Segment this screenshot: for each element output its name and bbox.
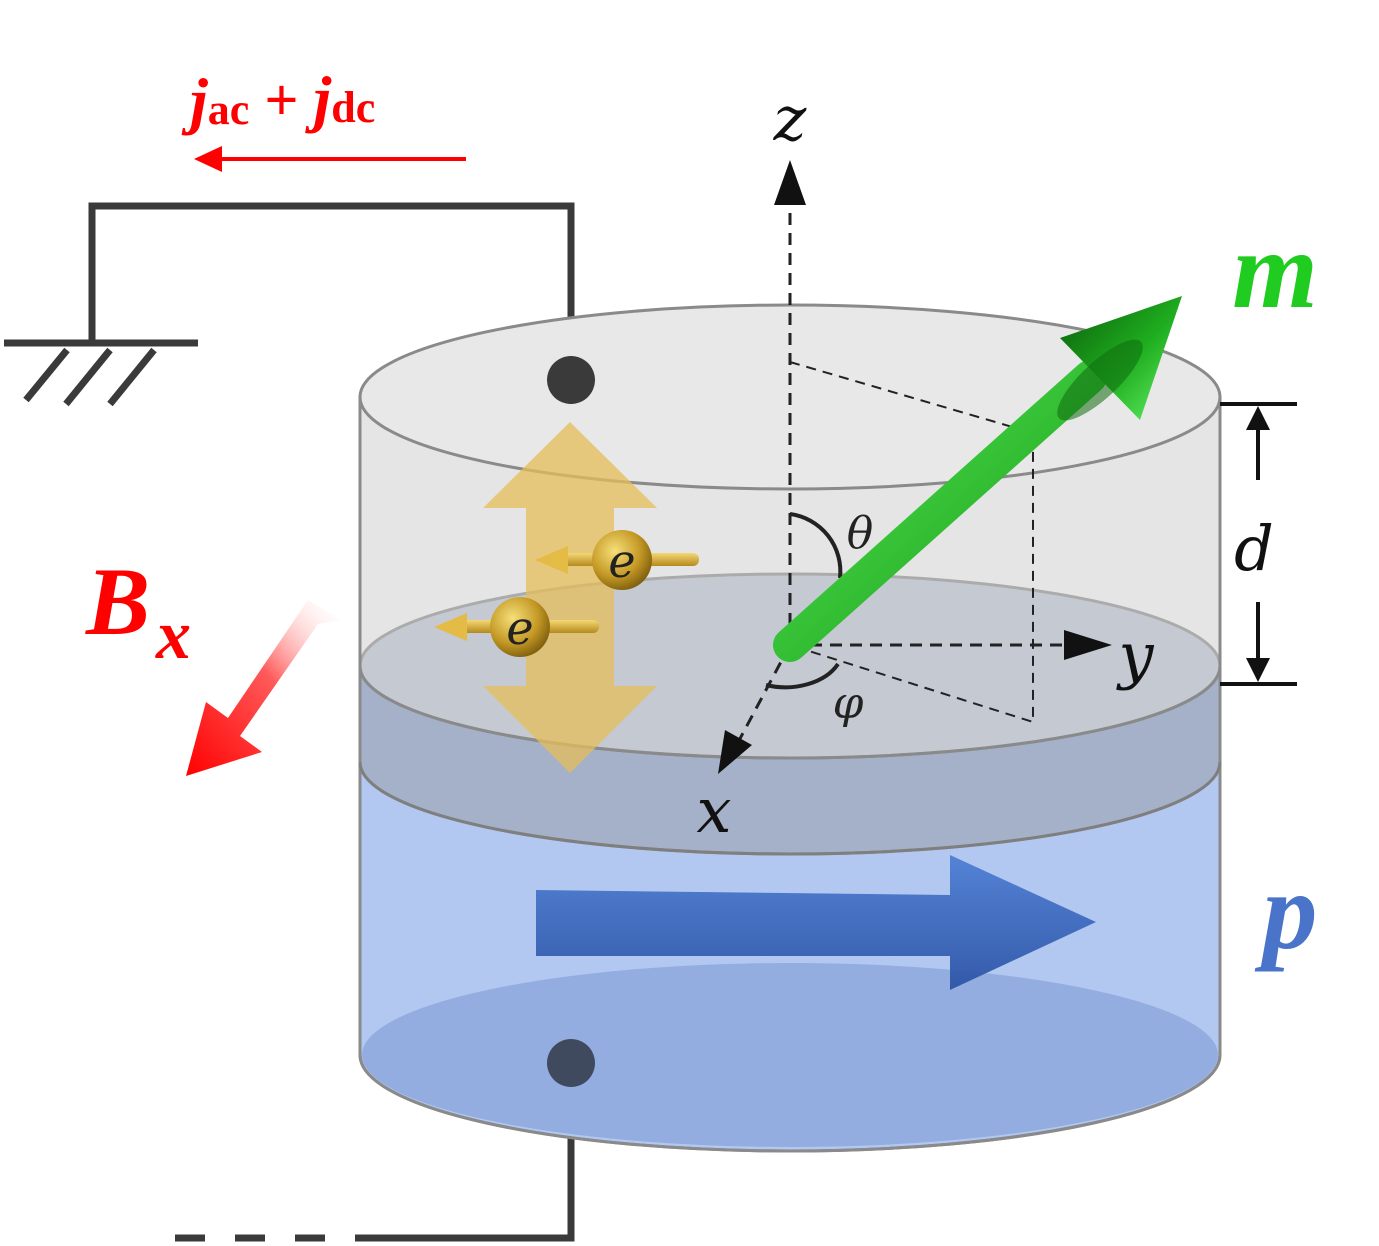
field-label: Bx — [85, 548, 191, 674]
current-arrow — [194, 146, 466, 172]
phi-label: φ — [833, 678, 864, 729]
electron-label-1: e — [608, 534, 635, 588]
axis-x-label: x — [697, 774, 732, 847]
thickness-indicator — [1220, 402, 1297, 686]
projection-lines — [789, 361, 1034, 724]
ground-hatch-3 — [107, 347, 157, 407]
polarization-label: p — [1255, 850, 1318, 972]
z-axis-head — [774, 160, 806, 205]
top-contact — [547, 356, 595, 404]
electron-2: e — [434, 597, 599, 657]
phi-arc — [765, 662, 840, 690]
y-axis-head — [1064, 630, 1112, 660]
axis-z-label: z — [773, 82, 807, 155]
ground-hatch-2 — [63, 347, 113, 407]
thickness-label: d — [1234, 512, 1274, 585]
field-arrow — [186, 600, 342, 776]
axes — [733, 200, 1075, 749]
bottom-contact — [547, 1039, 595, 1087]
ground-hatch-1 — [23, 347, 70, 403]
theta-arc — [789, 512, 843, 579]
electron-label-2: e — [506, 601, 533, 655]
polarization-arrow — [536, 855, 1096, 990]
oscillation-arrow — [483, 422, 657, 773]
top-wire — [88, 202, 575, 380]
magnetization-label: m — [1232, 209, 1318, 331]
axis-y-label: y — [1115, 619, 1154, 692]
theta-label: θ — [847, 508, 874, 559]
fixed-layer-bottom-face — [362, 963, 1218, 1147]
magnetization-arrow — [773, 296, 1182, 662]
x-axis-head — [718, 730, 752, 774]
electron-1: e — [535, 530, 699, 590]
current-label: jac + jdc — [181, 63, 375, 136]
